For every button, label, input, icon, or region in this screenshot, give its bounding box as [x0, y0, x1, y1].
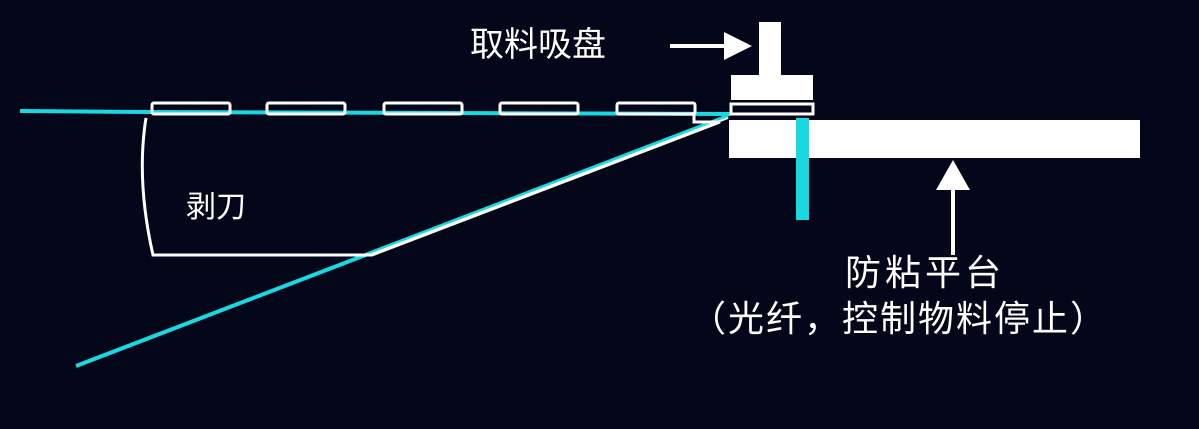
suction-cup — [729, 22, 815, 116]
fiber-sensor — [796, 118, 809, 220]
label-segment — [498, 101, 580, 116]
suction-cup-label: 取料吸盘 — [470, 25, 606, 65]
label-segment — [265, 101, 347, 116]
anti-stick-platform — [729, 120, 1140, 158]
platform-note-label: （光纤，控制物料停止） — [690, 299, 1109, 340]
release-film-return — [75, 114, 729, 368]
label-segment — [150, 101, 232, 116]
label-segments — [150, 101, 697, 116]
stripping-blade — [140, 112, 721, 257]
platform-label: 防粘平台 — [845, 253, 1006, 294]
blade-label: 剥刀 — [186, 190, 246, 225]
label-segment — [615, 101, 697, 116]
label-segment — [382, 101, 464, 116]
suction-arrow-icon — [670, 32, 752, 60]
platform-arrow-icon — [936, 160, 970, 255]
